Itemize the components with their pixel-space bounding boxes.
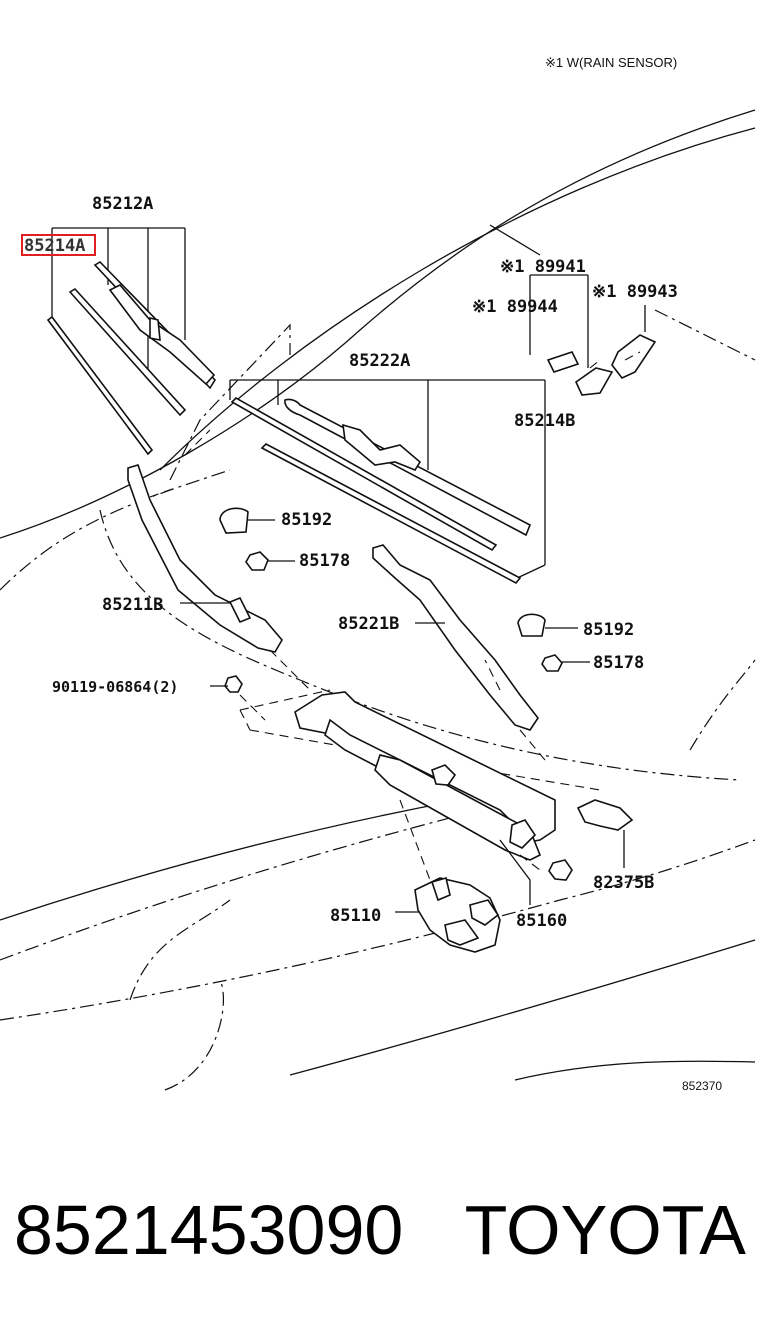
label-89943[interactable]: ※1 89943 [592, 282, 678, 302]
rain-sensor-note: ※1 W(RAIN SENSOR) [545, 55, 677, 70]
label-85110[interactable]: 85110 [330, 906, 381, 926]
highlight-box [21, 234, 96, 256]
label-85160[interactable]: 85160 [516, 911, 567, 931]
left-wiper-blade-assembly [46, 227, 217, 456]
label-85178-right[interactable]: 85178 [593, 653, 644, 673]
label-90119-06864[interactable]: 90119-06864(2) [52, 678, 178, 696]
label-85178-left[interactable]: 85178 [299, 551, 350, 571]
label-85192-right[interactable]: 85192 [583, 620, 634, 640]
label-85212A[interactable]: 85212A [92, 194, 153, 214]
label-85221B[interactable]: 85221B [338, 614, 399, 634]
part-number: 8521453090 [14, 1191, 404, 1269]
wiper-motor [414, 877, 501, 953]
left-wiper-arm [127, 429, 311, 691]
wiper-link-assembly [294, 691, 634, 913]
label-85222A[interactable]: 85222A [349, 351, 410, 371]
footer: 8521453090 TOYOTA [0, 1190, 760, 1280]
right-wiper-blade-assembly [229, 379, 546, 585]
brand-name: TOYOTA [464, 1191, 746, 1269]
label-89941[interactable]: ※1 89941 [500, 257, 586, 277]
label-85214A[interactable]: 85214A [24, 236, 85, 256]
right-wiper-arm [372, 544, 546, 761]
label-82375B[interactable]: 82375B [593, 873, 654, 893]
label-89944[interactable]: ※1 89944 [472, 297, 558, 317]
part-labels: 85212A 85214A ※1 89941 ※1 89944 ※1 89943… [21, 194, 722, 1093]
label-85211B[interactable]: 85211B [102, 595, 163, 615]
leader-lines [180, 602, 445, 624]
rain-sensor-parts [489, 224, 657, 396]
wiper-parts-diagram: ※1 W(RAIN SENSOR) [0, 55, 756, 1093]
label-85214B[interactable]: 85214B [514, 411, 575, 431]
caps-and-nuts [210, 507, 590, 721]
diagram-reference-code: 852370 [682, 1079, 722, 1093]
label-85192-left[interactable]: 85192 [281, 510, 332, 530]
